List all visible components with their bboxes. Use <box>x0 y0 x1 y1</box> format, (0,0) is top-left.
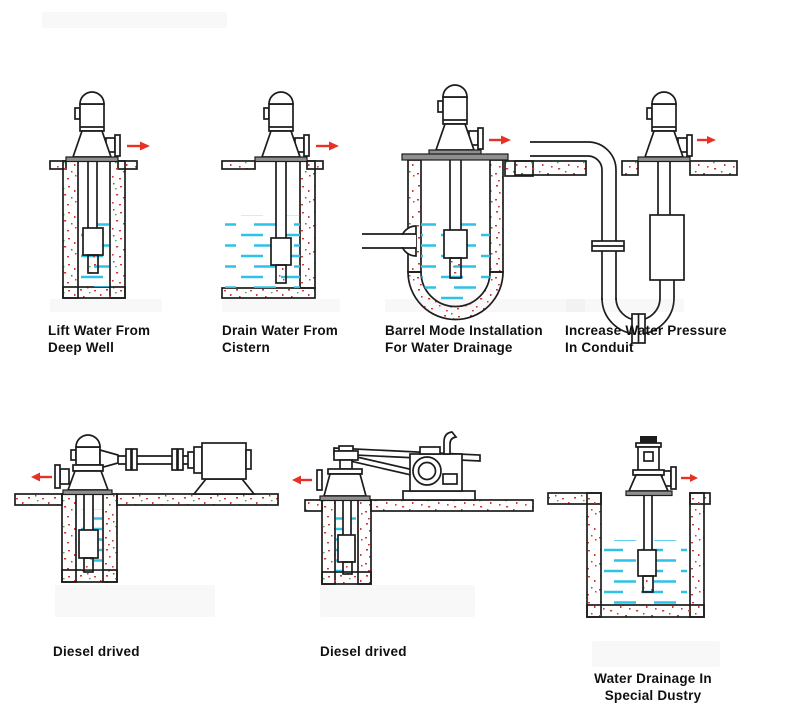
pump-unit <box>316 445 371 502</box>
diagram-special-industry <box>547 436 711 618</box>
flow-arrow <box>316 141 339 151</box>
diagram-deep-well <box>49 91 150 299</box>
watermark-ghost-text <box>592 641 720 667</box>
engine-body <box>201 442 247 480</box>
pump-unit <box>254 91 310 163</box>
caption-barrel: Barrel Mode Installation For Water Drain… <box>385 323 543 355</box>
pump-unit <box>65 91 121 163</box>
cover-plate <box>401 153 509 161</box>
watermark-ghost-text <box>222 299 340 312</box>
drive-shaft <box>118 448 196 471</box>
flow-arrow <box>489 135 511 145</box>
exhaust-pipe <box>443 431 458 455</box>
motor-cap <box>640 436 657 443</box>
diagram-cistern <box>221 91 339 299</box>
pump-column <box>270 161 292 284</box>
pump-pulley <box>333 450 359 461</box>
flow-arrow <box>31 472 52 482</box>
pump-column <box>78 494 99 573</box>
diesel-engine <box>187 442 256 495</box>
pump-unit <box>54 434 119 496</box>
watermark-ghost-text <box>55 585 215 617</box>
inspection-window <box>643 451 654 462</box>
watermark-ghost-text <box>566 299 684 312</box>
flow-arrow <box>127 141 150 151</box>
ground <box>514 160 738 176</box>
caption-special-industry: Water Drainage In Special Dustry <box>594 671 712 703</box>
pump-column <box>443 160 468 279</box>
ground <box>547 492 711 618</box>
pump-column <box>337 500 356 575</box>
watermark-ghost-text <box>320 585 475 617</box>
diagram-diesel-shaft <box>14 434 279 583</box>
watermark-ghost-text <box>385 299 585 312</box>
caption-conduit: Increase Water Pressure In Conduit <box>565 323 727 355</box>
engine-base <box>402 490 476 501</box>
caption-diesel-shaft: Diesel drived <box>53 644 140 659</box>
ground <box>14 493 279 583</box>
diagram-diesel-belt <box>292 431 534 585</box>
pump-column <box>649 161 685 281</box>
engine-stand <box>192 478 256 495</box>
pump-column <box>82 161 104 274</box>
shaft-coupling <box>171 448 178 471</box>
watermark-ghost-text <box>50 299 162 312</box>
flow-arrow <box>292 475 312 485</box>
conduit-pipe <box>530 141 675 344</box>
pump-unit <box>637 91 693 163</box>
diesel-engine <box>402 431 476 501</box>
diagram-conduit <box>514 91 738 344</box>
caption-diesel-belt: Diesel drived <box>320 644 407 659</box>
watermark-ghost-text <box>42 12 227 28</box>
pump-column <box>637 495 657 593</box>
inlet-pipe <box>362 225 417 257</box>
pump-unit <box>625 436 677 497</box>
caption-cistern: Drain Water From Cistern <box>222 323 338 355</box>
diagram-barrel <box>362 84 534 321</box>
flow-arrow <box>697 136 716 144</box>
shaft-coupling <box>125 448 132 471</box>
flow-arrow <box>681 474 698 482</box>
pump-can <box>649 214 685 281</box>
pump-unit <box>428 84 484 156</box>
ground <box>49 160 138 299</box>
caption-deep-well: Lift Water From Deep Well <box>48 323 151 355</box>
